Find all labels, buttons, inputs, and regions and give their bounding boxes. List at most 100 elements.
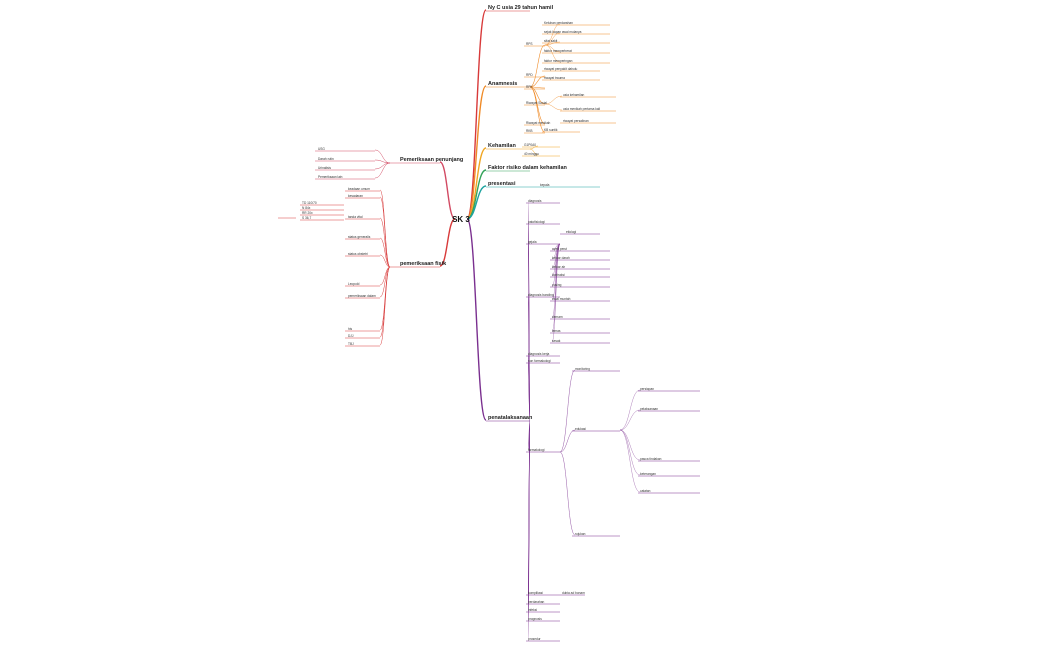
node-pk1[interactable]: USG [318, 147, 325, 151]
edge [619, 429, 641, 493]
node-pf3[interactable]: tanda vital [348, 215, 363, 219]
node-pen1[interactable]: non farmakologi [528, 359, 551, 363]
node-keh2[interactable]: 40 minggu [524, 152, 539, 156]
node-fk[interactable]: Faktor risiko dalam kehamilan [488, 165, 568, 171]
node-pen5[interactable]: rujukan [575, 532, 586, 536]
node-prog[interactable]: prognosis [528, 617, 542, 621]
node-gej8[interactable]: lemas [552, 329, 561, 333]
node-komp2[interactable]: infeksi [528, 608, 537, 612]
node-anam[interactable]: Anamnesis [488, 81, 517, 87]
edge [529, 44, 546, 88]
node-pf6[interactable]: Leopold [348, 282, 360, 286]
node-pf5[interactable]: status obstetri [348, 252, 368, 256]
node-komp[interactable]: komplikasi [528, 591, 543, 595]
node-rps[interactable]: RPS [526, 42, 533, 46]
root-node[interactable]: SK 3 [452, 215, 470, 224]
node-rpk[interactable]: RPK [526, 85, 533, 89]
node-rkb1[interactable]: KB suntik [544, 128, 558, 132]
node-keh1[interactable]: G1P0A0 [524, 143, 536, 147]
node-pf2[interactable]: kesadaran [348, 194, 363, 198]
node-rps4[interactable]: faktor memperberat [544, 49, 572, 53]
edge [466, 185, 487, 220]
node-pro2[interactable]: pelaksanaan [640, 407, 658, 411]
edge [527, 361, 531, 422]
node-rpd1[interactable]: riwayat penyakit dahulu [544, 67, 578, 71]
node-rsos1[interactable]: usia kehamilan [563, 93, 584, 97]
edge [529, 86, 546, 89]
node-pen[interactable]: penatalaksanaan [488, 415, 533, 421]
node-rps5[interactable]: faktor memperingan [544, 59, 573, 63]
node-kab[interactable]: diagnosis [528, 199, 542, 203]
node-kab2[interactable]: diagnosis kerja [528, 352, 549, 356]
node-rps1[interactable]: Keluhan perdarahan [544, 21, 573, 25]
node-pf10[interactable]: TBJ [348, 342, 354, 346]
node-pk4[interactable]: Pemeriksaan lain [318, 175, 343, 179]
edge [544, 44, 561, 63]
edge [544, 41, 561, 46]
node-pf7[interactable]: pemeriksaan dalam [348, 294, 376, 298]
node-gej3[interactable]: keluar air [552, 265, 566, 269]
node-komp1[interactable]: perdarahan [528, 600, 545, 604]
node-pen3[interactable]: monitoring [575, 367, 590, 371]
edge [544, 23, 561, 46]
edge [529, 86, 546, 133]
edge [374, 162, 391, 179]
node-pf4[interactable]: status generalis [348, 235, 371, 239]
node-rsos2[interactable]: usia menikah pertama kali [563, 107, 600, 111]
node-rps3[interactable]: sifat sakit [544, 39, 557, 43]
node-pf3a[interactable]: TD 110/70 [302, 201, 317, 205]
node-pen4[interactable]: edukasi [575, 427, 586, 431]
node-rpd2[interactable]: riwayat trauma [544, 76, 565, 80]
edge [379, 217, 391, 268]
node-gej1[interactable]: nyeri perut [552, 247, 567, 251]
node-rkb[interactable]: RKB [526, 129, 533, 133]
node-riw_perkawinan[interactable]: Riwayat menikah [526, 121, 550, 125]
node-pf8[interactable]: his [348, 327, 352, 331]
node-gej6[interactable]: mual muntah [552, 297, 571, 301]
edge [527, 420, 531, 452]
edge [529, 148, 539, 156]
node-gej7[interactable]: demam [552, 315, 563, 319]
edge [559, 429, 576, 453]
node-pk2[interactable]: Darah rutin [318, 157, 334, 161]
node-pk3[interactable]: Urinalisis [318, 166, 331, 170]
edge [619, 429, 641, 476]
node-kab1[interactable]: diagnosis banding [528, 293, 554, 297]
node-pf9[interactable]: DJJ [348, 334, 354, 338]
node-pen2[interactable]: farmakologi [528, 448, 545, 452]
node-pk[interactable]: Pemeriksaan penunjang [400, 157, 463, 163]
node-kb[interactable]: keterangan [640, 472, 656, 476]
node-pf[interactable]: pemeriksaan fisik [400, 261, 447, 267]
node-pat1[interactable]: etiologi [566, 230, 576, 234]
edge [439, 218, 456, 267]
node-rsos[interactable]: Riwayat Sosial [526, 101, 547, 105]
node-pres1[interactable]: kepala [540, 183, 550, 187]
node-pro[interactable]: prosedur [528, 637, 542, 641]
node-pf3b[interactable]: N 84x [302, 206, 311, 210]
node-gej5[interactable]: pusing [552, 283, 562, 287]
node-pf3d[interactable]: S 36,7 [302, 216, 311, 220]
node-gej[interactable]: gejala [528, 240, 537, 244]
node-gej4[interactable]: kontraksi [552, 273, 565, 277]
node-pf3c[interactable]: RR 20x [302, 211, 313, 215]
node-rpd[interactable]: RPD [526, 73, 533, 77]
node-prog1[interactable]: dubia ad bonam [562, 591, 585, 595]
node-kb1[interactable]: catatan [640, 489, 651, 493]
node-pat[interactable]: patofisiologi [528, 220, 545, 224]
edge [527, 420, 531, 641]
node-rper1[interactable]: riwayat persalinan [563, 119, 589, 123]
edge [466, 218, 487, 421]
node-pf1[interactable]: keadaan umum [348, 187, 370, 191]
node-rps2[interactable]: sejak kapan awal mulanya [544, 30, 582, 34]
node-gej2[interactable]: keluar darah [552, 256, 570, 260]
node-ny[interactable]: Ny C usia 29 tahun hamil [488, 5, 554, 11]
connection-lines [278, 9, 700, 642]
node-keh[interactable]: Kehamilan [488, 143, 516, 149]
edge [559, 451, 576, 536]
node-pro3[interactable]: pasca tindakan [640, 457, 662, 461]
edge [529, 75, 546, 88]
node-pro1[interactable]: persiapan [640, 387, 654, 391]
edge [529, 86, 546, 125]
node-gej9[interactable]: sesak [552, 339, 561, 343]
node-pres[interactable]: presentasi [488, 181, 516, 187]
